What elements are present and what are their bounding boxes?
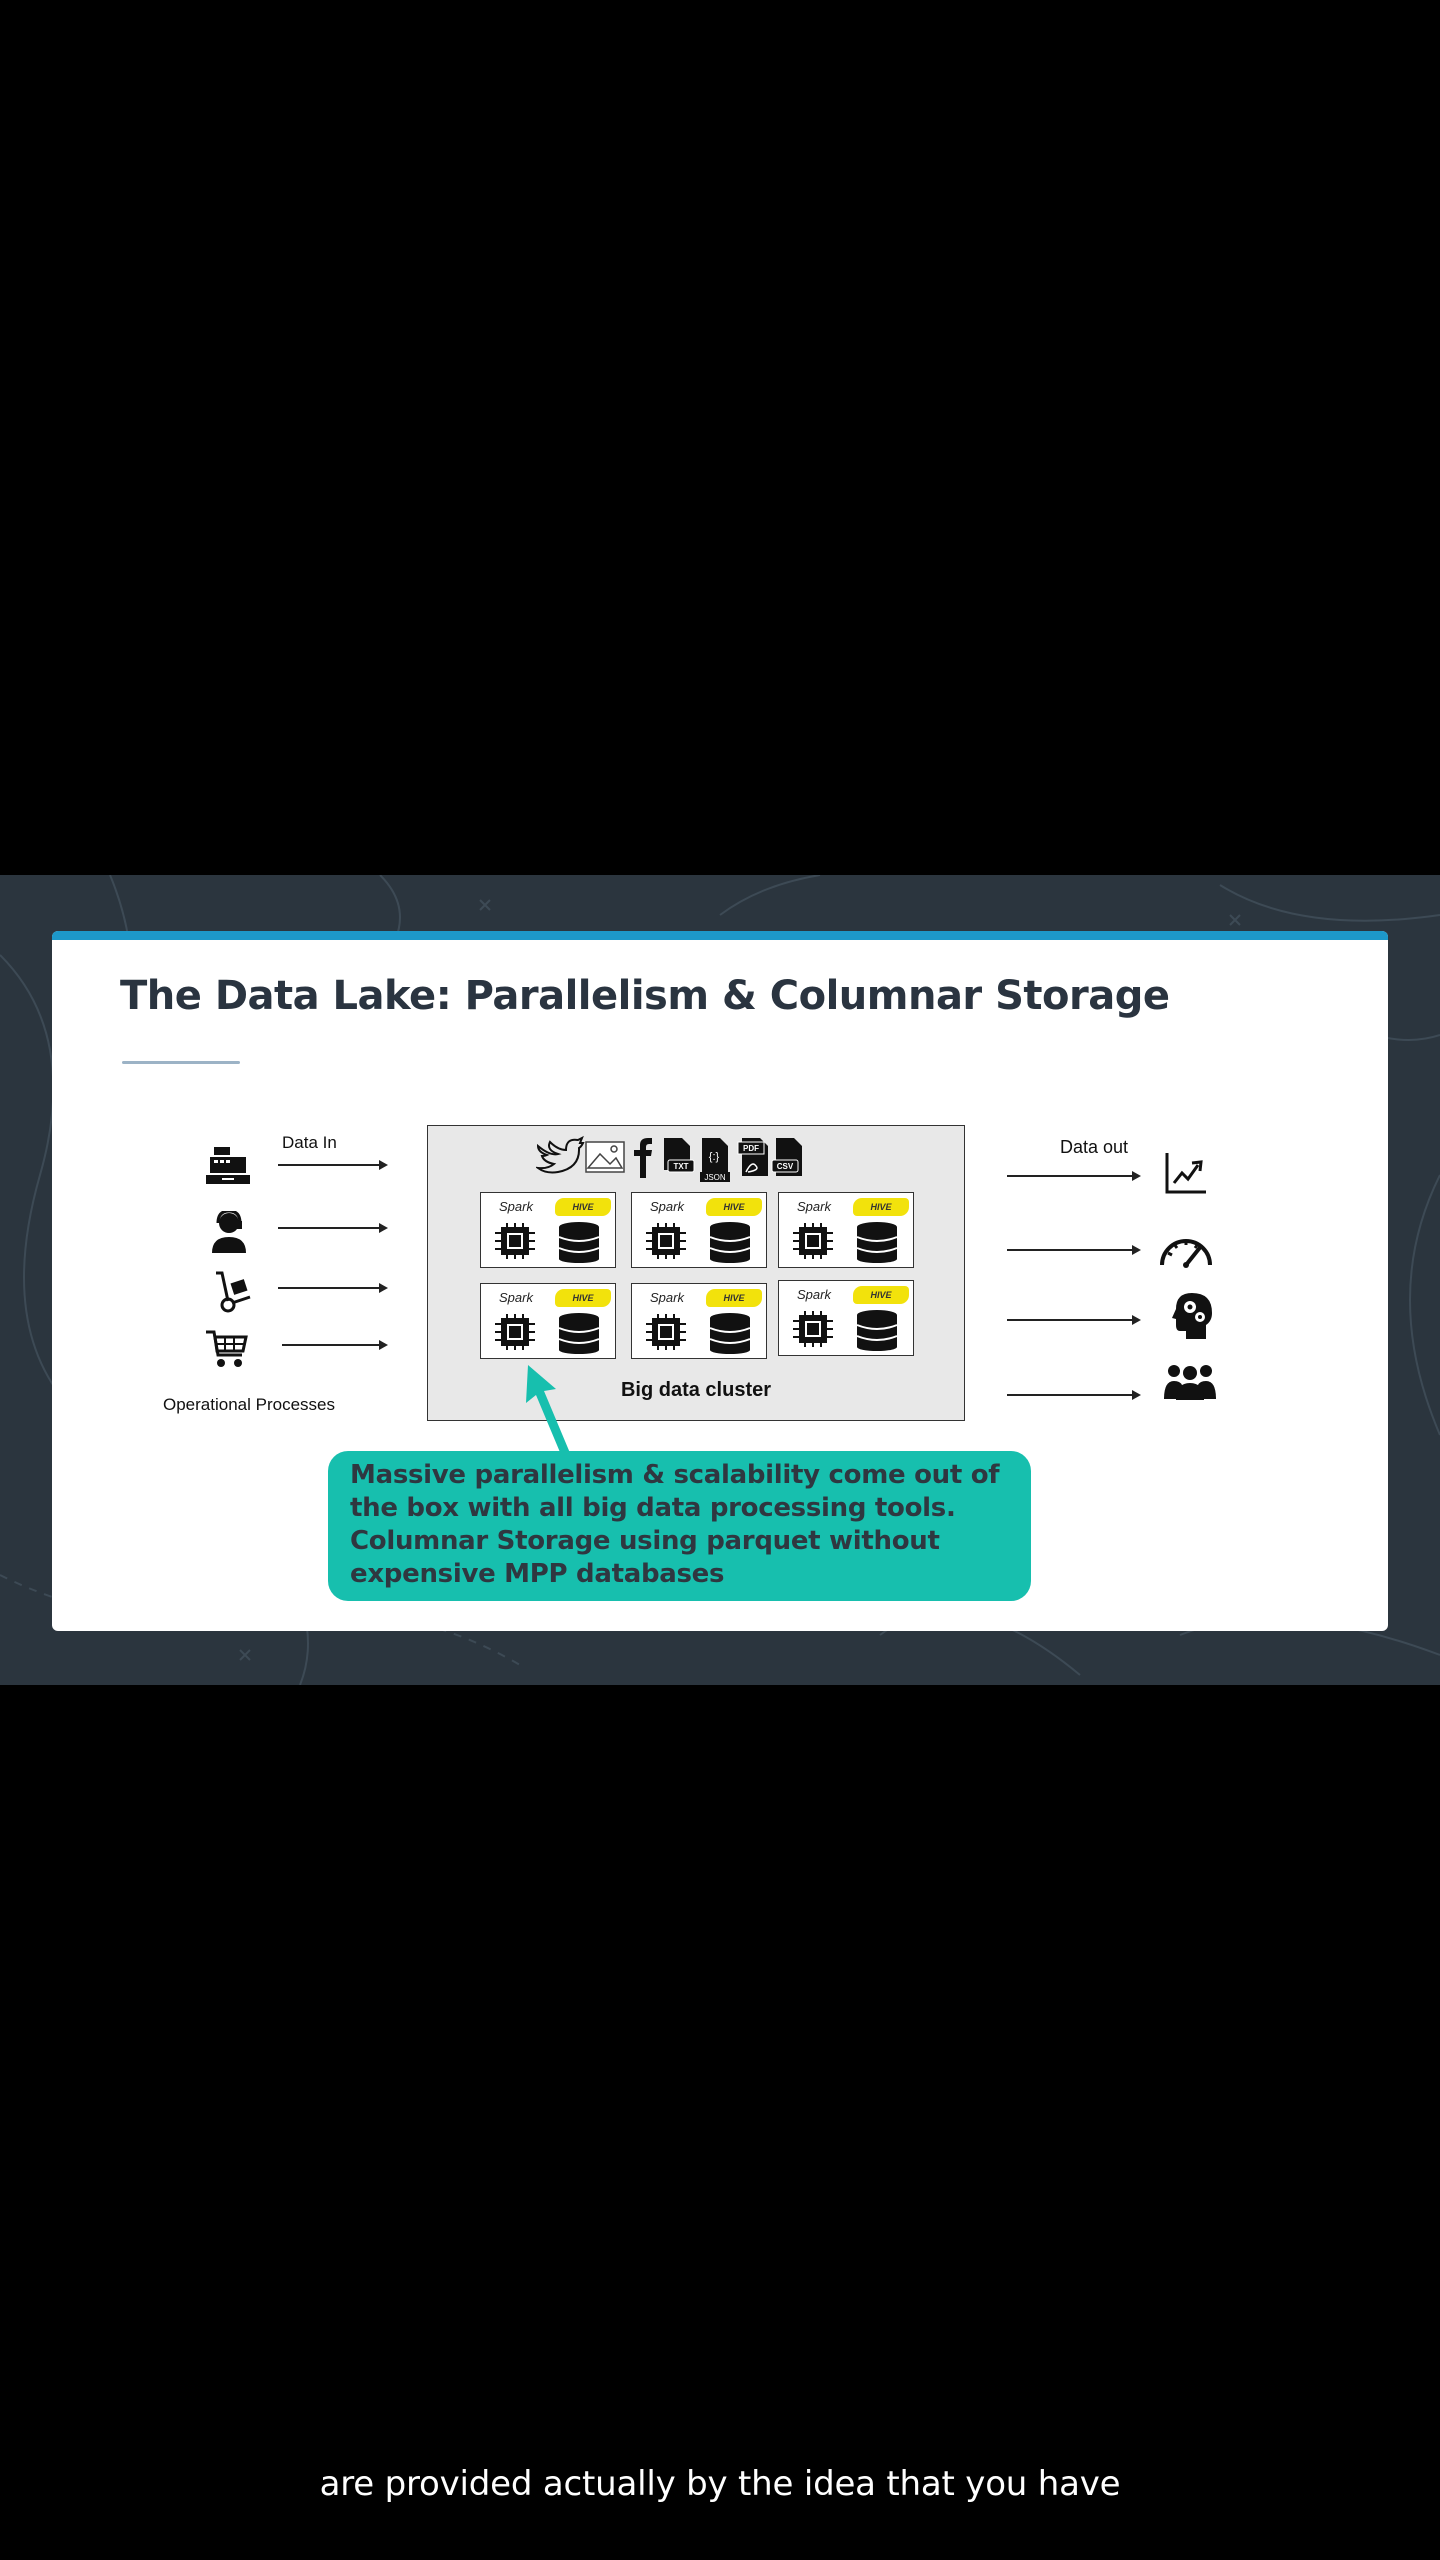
operational-processes-label: Operational Processes xyxy=(163,1395,335,1414)
facebook-icon xyxy=(634,1138,652,1178)
hive-logo: HIVE xyxy=(853,1198,909,1216)
shopping-cart-icon xyxy=(206,1330,248,1367)
people-group-icon xyxy=(1164,1365,1216,1400)
database-icon xyxy=(856,1222,898,1263)
slide-accent-bar xyxy=(52,931,1388,940)
cpu-chip-icon xyxy=(646,1223,686,1259)
svg-text:CSV: CSV xyxy=(777,1162,794,1171)
cash-register-icon xyxy=(206,1147,250,1184)
data-out-arrow xyxy=(1007,1390,1141,1400)
svg-text:PDF: PDF xyxy=(743,1144,759,1153)
hive-logo: HIVE xyxy=(706,1198,762,1216)
video-caption: are provided actually by the idea that y… xyxy=(319,2464,1121,2504)
database-icon xyxy=(558,1222,600,1263)
csv-file-icon: CSV xyxy=(771,1138,802,1176)
cluster-node: Spark HIVE xyxy=(778,1192,914,1268)
hand-truck-icon xyxy=(216,1271,251,1313)
callout-pointer-arrow xyxy=(526,1365,570,1457)
cluster-node: Spark HIVE xyxy=(480,1283,616,1359)
data-in-arrow xyxy=(278,1160,388,1170)
cpu-chip-icon xyxy=(495,1314,535,1350)
spark-logo: Spark xyxy=(499,1199,533,1214)
cluster-node: Spark HIVE xyxy=(778,1280,914,1356)
data-in-arrow xyxy=(282,1340,388,1350)
data-out-arrow xyxy=(1007,1315,1141,1325)
data-sources-icons: TXT {:} JSON PDF CSV xyxy=(536,1135,802,1182)
hive-logo: HIVE xyxy=(706,1289,762,1307)
json-file-icon: {:} JSON xyxy=(700,1138,730,1182)
hive-logo: HIVE xyxy=(853,1286,909,1304)
cpu-chip-icon xyxy=(495,1223,535,1259)
callout-text: Massive parallelism & scalability come o… xyxy=(350,1460,1000,1589)
data-in-label: Data In xyxy=(282,1133,337,1152)
cluster-node: Spark HIVE xyxy=(631,1283,767,1359)
speedometer-icon xyxy=(1160,1239,1212,1268)
title-underline xyxy=(122,1061,240,1064)
hive-logo: HIVE xyxy=(555,1198,611,1216)
support-agent-icon xyxy=(212,1211,246,1253)
cluster-node: Spark HIVE xyxy=(480,1192,616,1268)
hive-logo: HIVE xyxy=(555,1289,611,1307)
data-out-label: Data out xyxy=(1060,1137,1129,1157)
image-icon xyxy=(585,1141,625,1173)
spark-logo: Spark xyxy=(650,1290,684,1305)
pdf-file-icon: PDF xyxy=(737,1138,768,1176)
line-chart-icon xyxy=(1165,1153,1206,1194)
spark-logo: Spark xyxy=(650,1199,684,1214)
database-icon xyxy=(856,1310,898,1351)
database-icon xyxy=(709,1222,751,1263)
data-out-arrow xyxy=(1007,1171,1141,1181)
callout-box: Massive parallelism & scalability come o… xyxy=(328,1451,1031,1601)
cluster-node: Spark HIVE xyxy=(631,1192,767,1268)
database-icon xyxy=(558,1313,600,1354)
slide-title: The Data Lake: Parallelism & Columnar St… xyxy=(120,973,1170,1019)
svg-text:TXT: TXT xyxy=(673,1162,688,1171)
head-gears-icon xyxy=(1172,1293,1212,1339)
cpu-chip-icon xyxy=(793,1223,833,1259)
spark-logo: Spark xyxy=(797,1199,831,1214)
data-in-arrow xyxy=(278,1223,388,1233)
video-frame[interactable]: The Data Lake: Parallelism & Columnar St… xyxy=(0,875,1440,1685)
svg-text:JSON: JSON xyxy=(704,1173,726,1182)
txt-file-icon: TXT xyxy=(664,1138,695,1173)
svg-text:{:}: {:} xyxy=(709,1151,720,1163)
database-icon xyxy=(709,1313,751,1354)
spark-logo: Spark xyxy=(797,1287,831,1302)
cpu-chip-icon xyxy=(793,1311,833,1347)
cluster-label: Big data cluster xyxy=(620,1379,772,1401)
big-data-cluster: TXT {:} JSON PDF CSV xyxy=(427,1125,965,1421)
data-in-arrow xyxy=(278,1283,388,1293)
slide: The Data Lake: Parallelism & Columnar St… xyxy=(52,931,1388,1631)
cpu-chip-icon xyxy=(646,1314,686,1350)
twitter-icon xyxy=(536,1135,585,1174)
data-out-arrow xyxy=(1007,1245,1141,1255)
spark-logo: Spark xyxy=(499,1290,533,1305)
